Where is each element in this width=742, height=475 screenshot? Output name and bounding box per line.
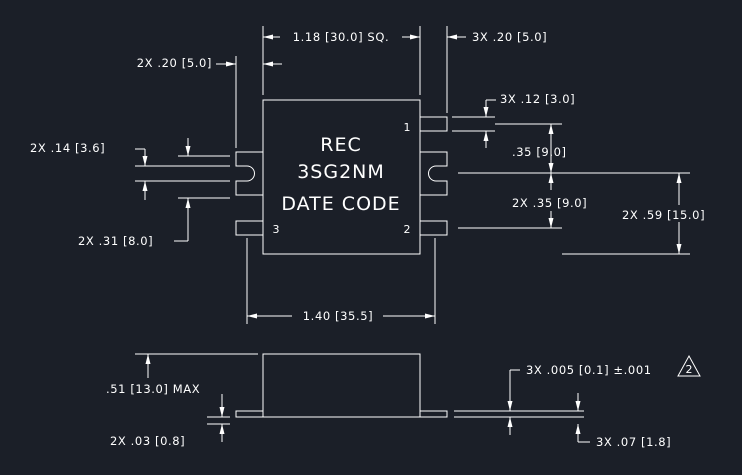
- dim-tab-height-text: 3X .12 [3.0]: [500, 92, 575, 106]
- left-lead: [235, 410, 264, 418]
- dim-tab-height: 3X .12 [3.0]: [452, 92, 575, 148]
- marking-line3: DATE CODE: [281, 193, 400, 215]
- dim-left-slot-pitch-text: 2X .31 [8.0]: [78, 234, 153, 248]
- dim-height: .51 [13.0] MAX: [106, 353, 258, 417]
- dim-overall-pin-span: 2X .59 [15.0]: [562, 173, 705, 255]
- tolerance-triangle-icon: 2: [677, 354, 701, 377]
- dim-coplanarity: 3X .005 [0.1] ±.001 2: [454, 354, 701, 435]
- top-view: REC 3SG2NM DATE CODE 1 2 3 1.18 [30.0] S…: [30, 26, 705, 324]
- dim-left-tab-width: 2X .20 [5.0]: [137, 56, 282, 148]
- right-tabs: [419, 116, 448, 236]
- dim-height-text: .51 [13.0] MAX: [106, 382, 200, 396]
- dim-pin-pitch: 2X .35 [9.0]: [458, 173, 587, 229]
- dim-lead-offset-text: 3X .07 [1.8]: [596, 435, 671, 449]
- dim-overall-pin-span-text: 2X .59 [15.0]: [622, 208, 705, 222]
- dim-top-width: 1.18 [30.0] SQ.: [262, 26, 421, 95]
- dim-lead-offset: 3X .07 [1.8]: [575, 393, 671, 449]
- pin2-label: 2: [404, 223, 411, 236]
- pin1-label: 1: [404, 121, 411, 134]
- dim-pin1-to-pin-text: .35 [9.0]: [512, 145, 567, 159]
- side-body: [262, 353, 421, 418]
- dim-left-slot-width: 2X .14 [3.6]: [30, 141, 230, 200]
- marking-line2: 3SG2NM: [297, 161, 385, 183]
- left-tabs: [235, 151, 264, 236]
- right-lead: [419, 410, 448, 418]
- dim-coplanarity-text: 3X .005 [0.1] ±.001: [526, 363, 652, 377]
- marking-line1: REC: [320, 134, 361, 156]
- pin3-label: 3: [273, 223, 280, 236]
- dim-left-tab-width-text: 2X .20 [5.0]: [137, 56, 212, 70]
- dim-left-slot-width-text: 2X .14 [3.6]: [30, 141, 105, 155]
- dim-pin1-to-pin: .35 [9.0]: [458, 123, 690, 174]
- dim-pin-pitch-text: 2X .35 [9.0]: [512, 196, 587, 210]
- dim-overall-width-text: 1.40 [35.5]: [303, 309, 373, 323]
- dim-lead-thickness: 2X .03 [0.8]: [110, 416, 230, 448]
- dim-top-width-text: 1.18 [30.0] SQ.: [293, 30, 390, 44]
- tolerance-symbol-text: 2: [686, 363, 693, 376]
- dim-right-tab-width: 3X .20 [5.0]: [403, 26, 547, 113]
- dim-overall-width: 1.40 [35.5]: [246, 238, 436, 324]
- package-body: [262, 99, 421, 255]
- dim-lead-thickness-text: 2X .03 [0.8]: [110, 434, 185, 448]
- dim-right-tab-width-text: 3X .20 [5.0]: [472, 30, 547, 44]
- side-view: .51 [13.0] MAX 2X .03 [0.8] 3X .005 [0.1…: [106, 353, 701, 449]
- dim-left-slot-pitch: 2X .31 [8.0]: [78, 138, 230, 248]
